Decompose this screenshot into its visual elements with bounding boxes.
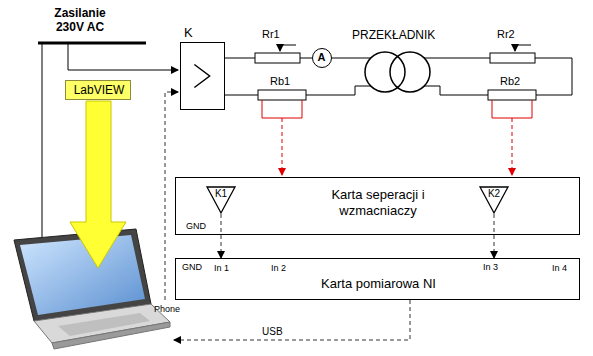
wire	[424, 86, 488, 95]
sense-lead	[262, 100, 532, 175]
phone-link	[165, 92, 178, 300]
amplifier-label: K1	[206, 188, 236, 200]
port-name: USB	[262, 326, 292, 338]
signal-connector	[494, 214, 495, 258]
signal-connector	[221, 214, 222, 258]
software-arrow	[70, 101, 126, 268]
card-title: Karta pomiarowa NI	[276, 276, 481, 292]
software-box: LabVIEW	[65, 80, 131, 100]
amplifier-node: K1	[206, 186, 236, 214]
rheostat-tap	[515, 45, 531, 51]
power-bus	[38, 42, 146, 45]
software-name: LabVIEW	[66, 81, 132, 99]
pin-name: GND	[186, 221, 216, 232]
wire	[306, 86, 371, 95]
power-wire	[68, 44, 178, 70]
switch-box: K	[180, 42, 225, 110]
resistor-symbol	[488, 90, 536, 100]
transformer-winding	[390, 52, 430, 92]
wire	[225, 58, 255, 59]
part-name: Rr1	[262, 28, 292, 41]
resistor-symbol	[258, 90, 306, 100]
supply-label: Zasilanie 230V AC	[46, 6, 114, 35]
part-name: Rb1	[270, 75, 300, 88]
ammeter-circle: A	[312, 48, 332, 68]
pin-name: In 2	[271, 263, 301, 274]
port-name: Phone	[154, 304, 194, 315]
daq-card: Karta pomiarowa NI GNDIn 1 In 2 In 3 In 4	[175, 258, 580, 300]
isolation-card: Karta seperacji i wzmacniaczyGND K1 K2	[175, 177, 580, 235]
part-name: PRZEKŁADNIK	[352, 28, 462, 42]
pin-name: In 3	[483, 262, 513, 273]
usb-link	[174, 300, 410, 340]
pin-name: In 1	[214, 263, 244, 274]
wire	[225, 95, 258, 96]
switch-symbol	[181, 43, 224, 109]
transformer-winding	[365, 52, 405, 92]
wire	[424, 58, 490, 59]
wire	[332, 58, 371, 59]
part-name: Rb2	[500, 75, 530, 88]
pin-name: In 4	[552, 263, 578, 274]
card-title: Karta seperacji i wzmacniaczy	[328, 187, 428, 218]
ammeter-label: A	[313, 49, 330, 66]
resistor-symbol	[255, 53, 300, 63]
amplifier-node: K2	[479, 186, 509, 214]
wire	[535, 58, 572, 95]
switch-label: K	[184, 25, 214, 41]
pin-name: GND	[182, 262, 212, 273]
power-wire	[42, 44, 43, 240]
rheostat-tap	[280, 45, 296, 51]
part-name: Rr2	[497, 28, 527, 41]
wire	[300, 58, 312, 59]
resistor-symbol	[490, 53, 535, 63]
amplifier-label: K2	[479, 188, 509, 200]
